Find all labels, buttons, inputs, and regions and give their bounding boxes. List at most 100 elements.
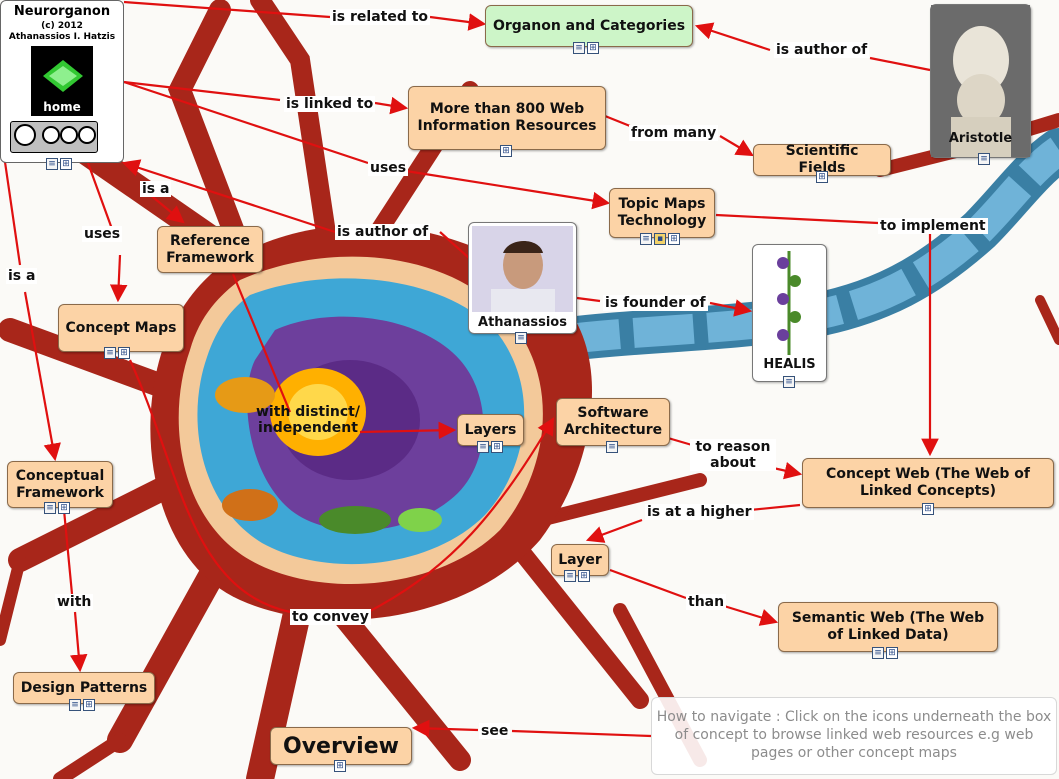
home-label: home (43, 100, 81, 114)
healis-logo[interactable]: HEALIS (752, 244, 827, 382)
aristotle-portrait[interactable]: Aristotle (930, 4, 1031, 158)
athanassios-icons: ≡ (515, 332, 527, 344)
healis-logo-image (777, 251, 801, 355)
map-icon[interactable]: ⊞ (578, 570, 590, 582)
doc-icon[interactable]: ≡ (44, 502, 56, 514)
doc-icon[interactable]: ≡ (872, 647, 884, 659)
link-label-to-implement: to implement (878, 218, 988, 234)
node-label: Layer (558, 551, 602, 568)
node-label: Concept Maps (65, 319, 177, 336)
link-label-see: see (479, 723, 511, 739)
node-label: Semantic Web (The Web of Linked Data) (791, 610, 985, 643)
doc-icon[interactable]: ≡ (564, 570, 576, 582)
link-label-is-founder-of: is founder of (603, 295, 708, 311)
map-icon[interactable]: ⊞ (668, 233, 680, 245)
node-layers[interactable]: Layers (457, 414, 524, 446)
resources-icons: ⊞ (500, 145, 512, 157)
conceptual-framework-icons: ≡ ⊞ (44, 502, 70, 514)
doc-icon[interactable]: ≡ (477, 441, 489, 453)
node-reference-framework[interactable]: Reference Framework (157, 226, 263, 273)
copyright-text: (c) 2012 (41, 21, 83, 31)
athanassios-name: Athanassios (478, 315, 567, 330)
link-label-is-related-to: is related to (330, 9, 431, 25)
design-patterns-icons: ≡ ⊞ (69, 699, 95, 711)
healis-icons: ≡ (783, 376, 795, 388)
node-concept-maps[interactable]: Concept Maps (58, 304, 184, 352)
author-text: Athanassios I. Hatzis (8, 32, 116, 42)
doc-icon[interactable]: ≡ (104, 347, 116, 359)
node-concept-web[interactable]: Concept Web (The Web of Linked Concepts) (802, 458, 1054, 508)
doc-icon[interactable]: ≡ (606, 441, 618, 453)
link-label-to-reason-about: to reason about (690, 439, 776, 471)
map-icon[interactable]: ⊞ (886, 647, 898, 659)
node-label: More than 800 Web Information Resources (417, 101, 597, 134)
home-button[interactable]: home (31, 46, 93, 116)
aristotle-name: Aristotle (948, 131, 1013, 146)
node-topic-maps-technology[interactable]: Topic Maps Technology (609, 188, 715, 238)
node-organon-and-categories[interactable]: Organon and Categories (485, 5, 693, 47)
node-label: Conceptual Framework (15, 467, 105, 501)
overview-icons: ⊞ (334, 760, 346, 772)
link-label-with: with (55, 594, 94, 610)
link-label-uses-2: uses (82, 226, 123, 242)
link-label-is-a: is a (140, 181, 172, 197)
node-semantic-web[interactable]: Semantic Web (The Web of Linked Data) (778, 602, 998, 652)
node-label: Concept Web (The Web of Linked Concepts) (826, 466, 1030, 499)
license-icon (14, 124, 96, 146)
navigation-help-text: How to navigate : Click on the icons und… (651, 697, 1057, 775)
node-label: Overview (283, 733, 399, 759)
node-software-architecture[interactable]: Software Architecture (556, 398, 670, 446)
topic-maps-icons: ≡ ▪ ⊞ (640, 233, 680, 245)
image-icon[interactable]: ▪ (654, 233, 666, 245)
map-icon[interactable]: ⊞ (922, 503, 934, 515)
node-label: Organon and Categories (492, 17, 686, 34)
home-icon (43, 60, 83, 92)
map-icon[interactable]: ⊞ (500, 145, 512, 157)
link-label-is-author-of: is author of (774, 42, 870, 58)
link-label-than: than (686, 594, 727, 610)
scientific-fields-icons: ⊞ (816, 171, 828, 183)
node-conceptual-framework[interactable]: Conceptual Framework (7, 461, 113, 508)
aristotle-icons: ≡ (978, 153, 990, 165)
link-label-to-convey: to convey (290, 609, 371, 625)
layer-icons: ≡ ⊞ (564, 570, 590, 582)
doc-icon[interactable]: ≡ (978, 153, 990, 165)
link-label-uses: uses (368, 160, 409, 176)
node-scientific-fields[interactable]: Scientific Fields (753, 143, 891, 176)
doc-icon[interactable]: ≡ (783, 376, 795, 388)
link-label-is-linked-to: is linked to (284, 96, 376, 112)
healis-name: HEALIS (763, 357, 816, 372)
map-icon[interactable]: ⊞ (60, 158, 72, 170)
map-icon[interactable]: ⊞ (491, 441, 503, 453)
node-label: Topic Maps Technology (617, 196, 707, 229)
map-icon[interactable]: ⊞ (83, 699, 95, 711)
athanassios-portrait[interactable]: Athanassios (468, 222, 577, 334)
creative-commons-badge (10, 121, 98, 153)
concept-maps-icons: ≡ ⊞ (104, 347, 130, 359)
organon-icons: ≡ ⊞ (573, 42, 599, 54)
doc-icon[interactable]: ≡ (573, 42, 585, 54)
software-architecture-icons: ≡ (606, 441, 618, 453)
node-label: Layers (464, 421, 517, 438)
node-web-information-resources[interactable]: More than 800 Web Information Resources (408, 86, 606, 150)
doc-icon[interactable]: ≡ (515, 332, 527, 344)
link-label-with-distinct: with distinct/ independent (256, 404, 360, 436)
aristotle-bust-image (931, 5, 1030, 157)
map-icon[interactable]: ⊞ (118, 347, 130, 359)
map-icon[interactable]: ⊞ (816, 171, 828, 183)
node-label: Software Architecture (563, 405, 663, 438)
athanassios-photo (472, 226, 573, 312)
map-icon[interactable]: ⊞ (334, 760, 346, 772)
node-overview[interactable]: Overview (270, 727, 412, 765)
semantic-web-icons: ≡ ⊞ (872, 647, 898, 659)
map-icon[interactable]: ⊞ (58, 502, 70, 514)
doc-icon[interactable]: ≡ (69, 699, 81, 711)
doc-icon[interactable]: ≡ (46, 158, 58, 170)
link-label-is-a-2: is a (6, 268, 38, 284)
doc-icon[interactable]: ≡ (640, 233, 652, 245)
layers-icons: ≡ ⊞ (477, 441, 503, 453)
neurorganon-logo-box: Neurorganon (c) 2012 Athanassios I. Hatz… (0, 0, 124, 163)
map-icon[interactable]: ⊞ (587, 42, 599, 54)
link-label-from-many: from many (629, 125, 719, 141)
